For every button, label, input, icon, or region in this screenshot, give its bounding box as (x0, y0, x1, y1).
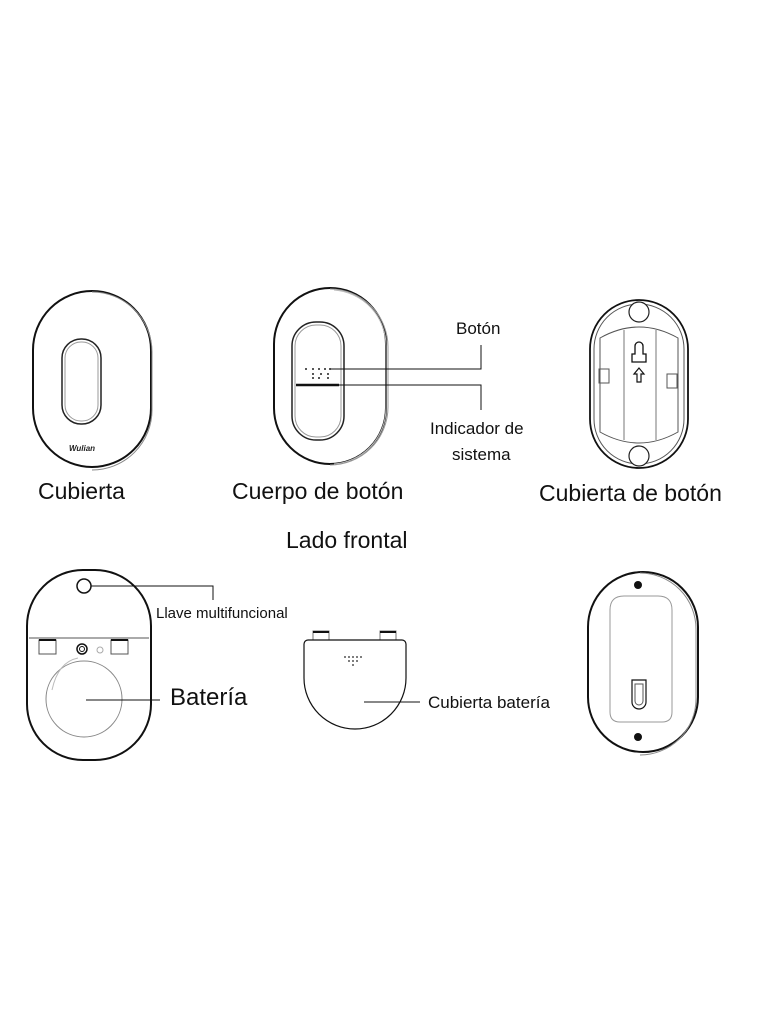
battery-cover-illustration (303, 630, 420, 730)
button-body-illustration (273, 287, 482, 466)
battery-icon (45, 660, 123, 738)
screw-hole-icon (634, 733, 642, 741)
label-boton: Botón (456, 319, 501, 338)
button-cover-illustration (589, 299, 689, 469)
label-indicador-1: Indicador de (430, 419, 524, 438)
label-bateria: Batería (170, 684, 248, 711)
arrow-up-icon (632, 367, 646, 383)
label-cuerpo-boton: Cuerpo de botón (232, 478, 404, 504)
cover-illustration: Wulian (32, 290, 153, 471)
back-body-illustration (26, 569, 214, 761)
brand-logo: Wulian (69, 444, 95, 453)
label-cubierta: Cubierta (38, 478, 125, 504)
label-indicador-2: sistema (452, 445, 511, 464)
back-mount-illustration (587, 571, 699, 756)
vent-dots-icon (344, 656, 362, 666)
label-llave-multifuncional: Llave multifuncional (156, 605, 288, 622)
label-cubierta-bateria: Cubierta batería (428, 693, 550, 712)
label-lado-frontal: Lado frontal (286, 527, 408, 553)
screw-hole-icon (634, 581, 642, 589)
multifunction-key-icon (76, 578, 92, 594)
label-cubierta-boton: Cubierta de botón (539, 480, 722, 506)
